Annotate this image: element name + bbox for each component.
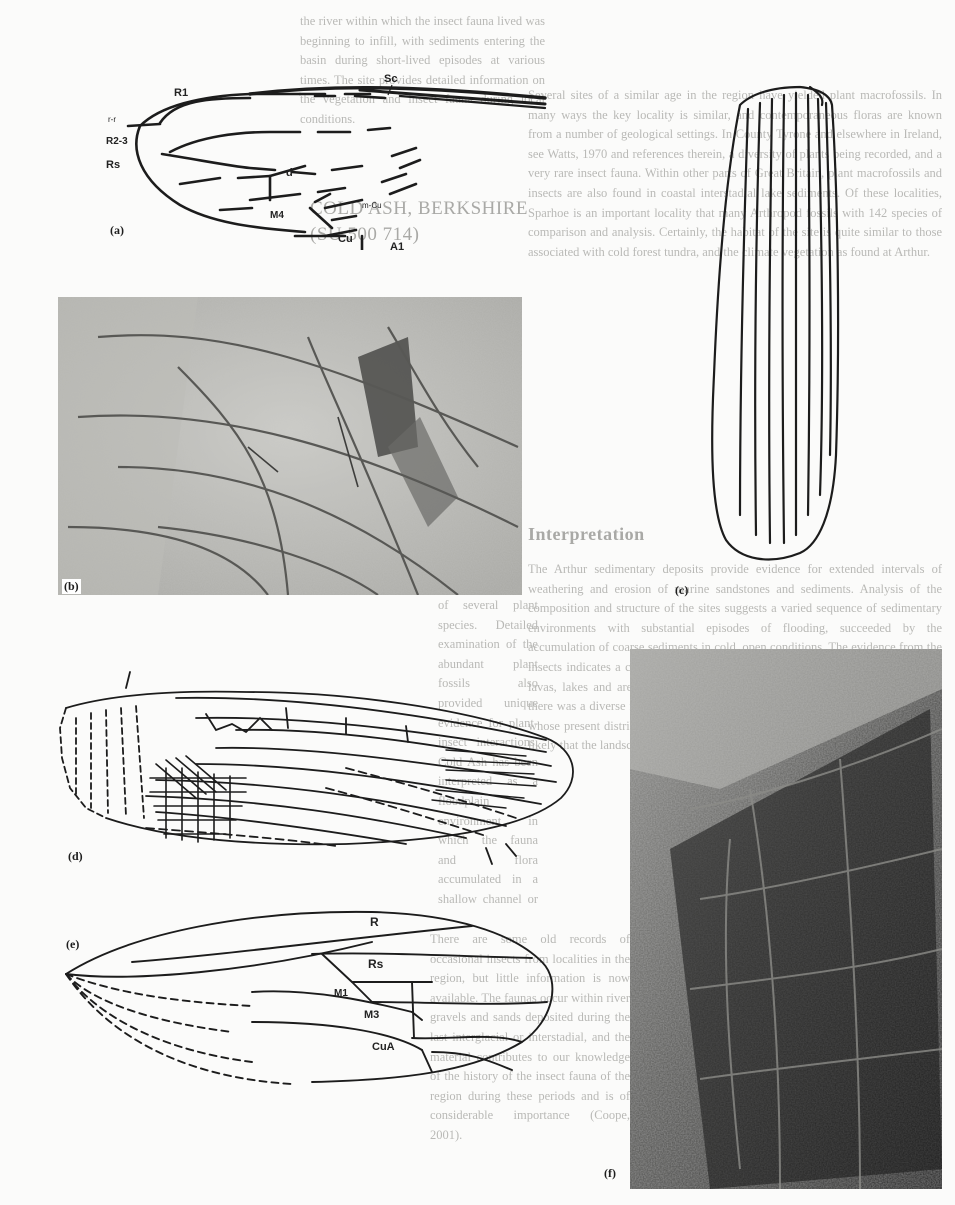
figure-label-d: (d) [68,849,83,864]
wing-e-svg: R Rs M1 M3 CuA [52,902,572,1092]
figure-c-elytron-drawing [690,75,850,585]
interpretation-heading: Interpretation [528,524,645,545]
figure-b-fossil-photo [58,297,522,595]
label-e-rs: Rs [368,957,384,971]
label-sc: Sc [384,73,397,85]
label-e-r: R [370,915,379,929]
figure-f-fossil-photo [630,649,942,1189]
label-r23: R2-3 [106,136,128,147]
figure-d-wing-drawing [46,668,586,868]
label-cu: Cu [338,233,353,245]
fossil-f-svg [630,649,942,1189]
figure-label-f: (f) [604,1166,616,1181]
label-d: d [286,167,293,179]
wing-d-svg [46,668,586,868]
figure-label-e: (e) [66,937,79,952]
figure-label-a: (a) [110,223,124,238]
label-rr: r-r [108,115,116,124]
figure-label-b: (b) [62,579,81,594]
label-e-cua: CuA [372,1041,395,1053]
wing-a-svg: Sc R1 r-r R2-3 Rs d M4 m-Cu Cu A1 [100,60,550,250]
label-mcu: m-Cu [362,201,382,210]
elytron-c-svg [690,75,850,585]
figure-label-c: (c) [675,583,688,598]
figure-e-wing-diagram: R Rs M1 M3 CuA [52,902,572,1092]
fossil-b-svg [58,297,522,595]
label-rs: Rs [106,159,120,171]
label-m4: M4 [270,210,284,221]
label-a1: A1 [390,241,404,250]
label-e-m1: M1 [334,988,348,999]
figure-a-wing-diagram: Sc R1 r-r R2-3 Rs d M4 m-Cu Cu A1 [100,60,550,250]
label-r1: R1 [174,87,188,99]
label-e-m3: M3 [364,1009,379,1021]
